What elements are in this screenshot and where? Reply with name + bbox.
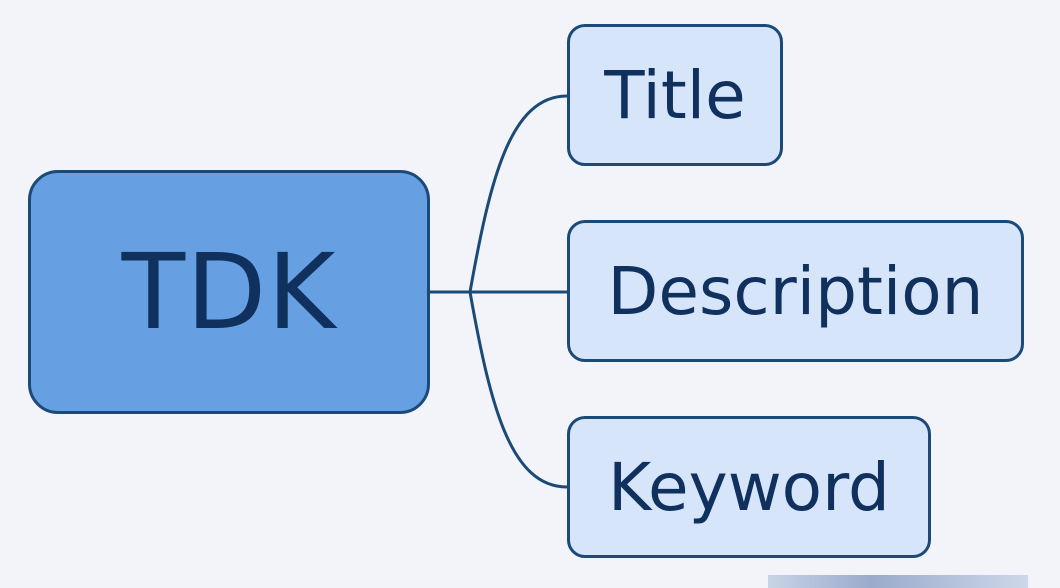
child-node-description: Description bbox=[567, 220, 1024, 362]
connector-keyword bbox=[468, 291, 568, 489]
child-node-title: Title bbox=[567, 24, 783, 166]
root-node-label: TDK bbox=[121, 231, 337, 353]
child-node-keyword-label: Keyword bbox=[608, 448, 890, 526]
child-node-description-label: Description bbox=[607, 252, 984, 330]
connector-title bbox=[468, 94, 568, 293]
child-node-title-label: Title bbox=[604, 56, 746, 134]
root-node-tdk: TDK bbox=[28, 170, 430, 414]
child-node-keyword: Keyword bbox=[567, 416, 931, 558]
edge-artifact bbox=[768, 575, 1028, 588]
